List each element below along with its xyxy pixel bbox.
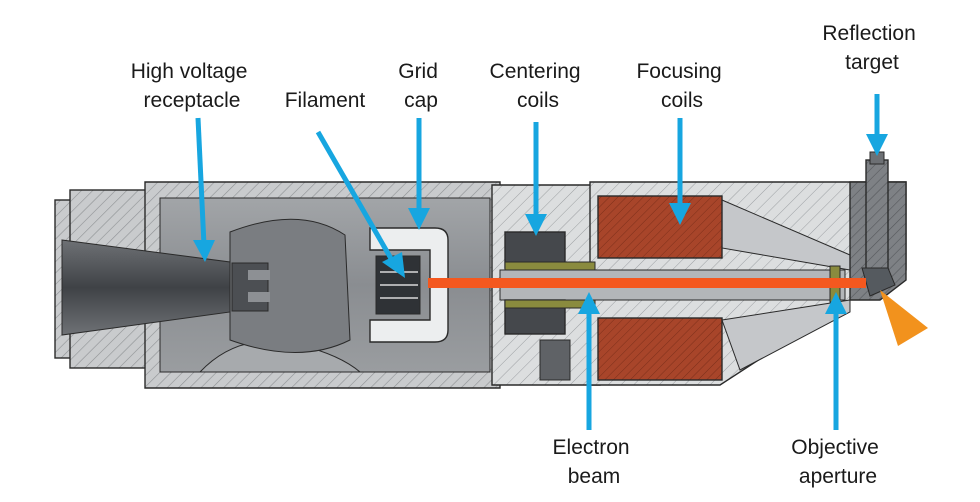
hv-insulator <box>229 218 351 353</box>
label-reflection-target: Reflection target <box>822 22 921 74</box>
focusing-coil-lower <box>597 317 723 381</box>
electron-beam <box>428 278 866 288</box>
label-objective-aperture: Objective aperture <box>791 436 884 488</box>
centering-coils <box>504 231 596 381</box>
arrow-centering-coils <box>525 122 547 236</box>
arrow-electron-beam <box>578 292 600 430</box>
arrow-focusing-coils <box>669 118 691 225</box>
labels: High voltage receptacle Filament Grid ca… <box>131 22 921 488</box>
arrow-grid-cap <box>408 118 430 230</box>
label-centering-coils: Centering coils <box>490 60 587 112</box>
focusing-coils <box>597 195 723 381</box>
label-focusing-coils: Focusing coils <box>636 60 727 112</box>
label-grid-cap: Grid cap <box>398 60 444 112</box>
focusing-coil-upper <box>597 195 723 259</box>
coil-wiring <box>539 339 571 381</box>
label-high-voltage-receptacle: High voltage receptacle <box>131 60 254 112</box>
target-holder <box>865 159 889 281</box>
reflection-target-assembly <box>861 151 896 297</box>
arrow-reflection-target <box>866 94 888 156</box>
callout-arrows <box>193 94 888 430</box>
arrow-filament <box>315 130 405 278</box>
reflection-target <box>861 267 896 297</box>
high-voltage-receptacle <box>61 218 351 353</box>
label-filament: Filament <box>285 89 366 112</box>
arrow-high-voltage-receptacle <box>193 117 215 262</box>
arrow-objective-aperture <box>825 292 847 430</box>
xray-emission-cone <box>880 290 928 346</box>
lower-pole-piece <box>721 299 851 371</box>
label-electron-beam: Electron beam <box>553 436 636 488</box>
